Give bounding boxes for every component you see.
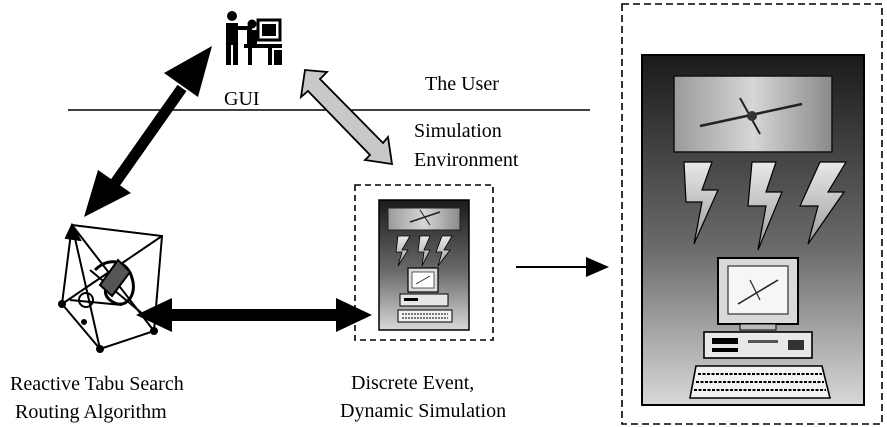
- discrete-event-label-line1: Discrete Event,: [351, 372, 475, 394]
- simulation-computer-enlarged-icon: [641, 54, 865, 406]
- simulation-environment-label-line2: Environment: [414, 149, 519, 171]
- gui-label: GUI: [224, 88, 260, 110]
- routing-graph-icon: [58, 222, 164, 353]
- routing-simulation-arrow: [136, 298, 372, 332]
- enlarge-arrow: [516, 257, 609, 277]
- user-at-workstation-icon: [226, 11, 282, 65]
- reactive-tabu-label-line1: Reactive Tabu Search: [10, 373, 184, 395]
- the-user-label: The User: [425, 73, 499, 95]
- reactive-tabu-label-line2: Routing Algorithm: [15, 401, 167, 423]
- discrete-event-label-line2: Dynamic Simulation: [340, 400, 507, 422]
- simulation-box-large: [621, 3, 883, 425]
- gui-simulation-arrow: [299, 69, 394, 166]
- simulation-computer-icon: [378, 199, 470, 331]
- simulation-box-small: [354, 184, 494, 341]
- gui-routing-arrow: [84, 46, 212, 217]
- simulation-environment-label-line1: Simulation: [414, 120, 502, 142]
